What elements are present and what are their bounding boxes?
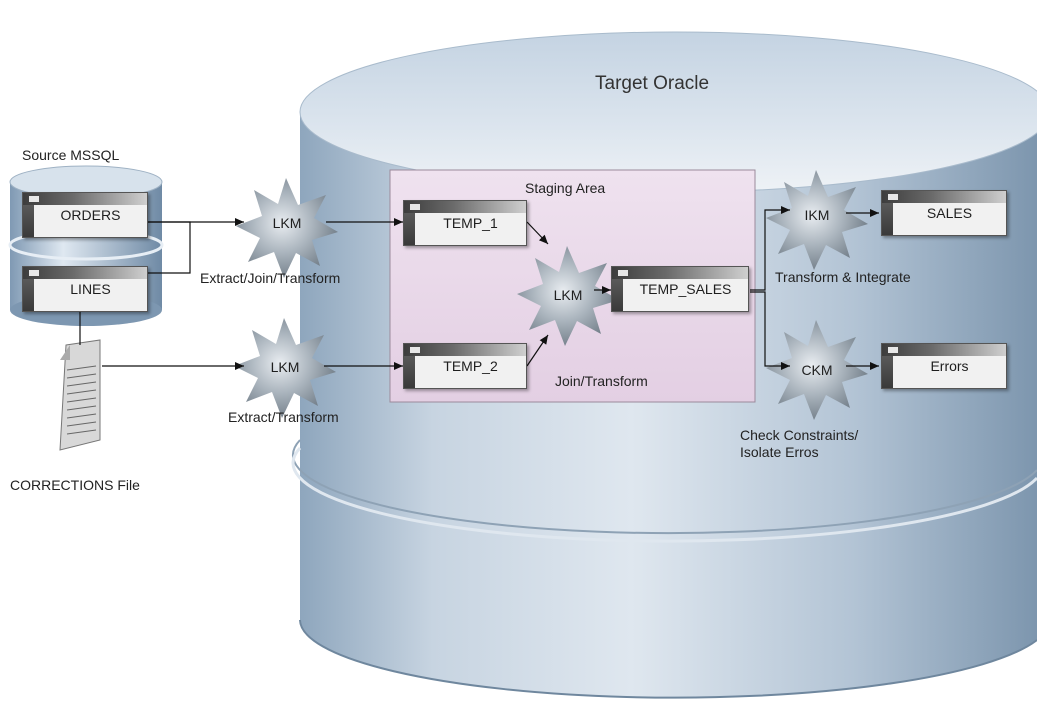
file-label: CORRECTIONS File (10, 477, 140, 493)
table-sales: SALES (881, 190, 1007, 236)
table-temp-1: TEMP_1 (403, 200, 527, 246)
table-name: TEMP_SALES (639, 281, 732, 297)
lkm-staging-label: LKM (553, 287, 583, 303)
table-temp-2: TEMP_2 (403, 343, 527, 389)
table-name: LINES (70, 281, 111, 297)
file-icon (59, 339, 101, 451)
ikm-burst-shape (766, 170, 868, 270)
lkm-source-caption: Extract/Join/Transform (200, 270, 341, 286)
ckm-caption-line2: Isolate Erros (740, 444, 819, 460)
lkm-source-label: LKM (272, 215, 302, 231)
table-name: TEMP_1 (443, 215, 498, 231)
lkm-file-burst-shape (234, 318, 336, 418)
connectors (79, 206, 879, 370)
table-orders: ORDERS (22, 192, 148, 238)
ikm-caption: Transform & Integrate (775, 269, 911, 285)
table-name: SALES (926, 205, 973, 221)
lkm-source-burst-shape (236, 178, 338, 278)
ckm-label: CKM (801, 362, 833, 378)
staging-title: Staging Area (525, 180, 606, 196)
ckm-burst-shape (766, 320, 868, 420)
lkm-file-label: LKM (270, 359, 300, 375)
lkm-file-caption: Extract/Transform (228, 409, 339, 425)
target-title: Target Oracle (595, 73, 710, 94)
lkm-staging-burst-shape (517, 246, 619, 346)
table-name: Errors (930, 358, 969, 374)
table-errors: Errors (881, 343, 1007, 389)
ikm-label: IKM (804, 207, 830, 223)
source-title: Source MSSQL (22, 147, 120, 163)
staging-join-caption: Join/Transform (555, 373, 648, 389)
table-name: ORDERS (60, 207, 121, 223)
table-lines: LINES (22, 266, 148, 312)
table-temp-sales: TEMP_SALES (611, 266, 749, 312)
ckm-caption-line1: Check Constraints/ (740, 427, 859, 443)
table-name: TEMP_2 (443, 358, 498, 374)
